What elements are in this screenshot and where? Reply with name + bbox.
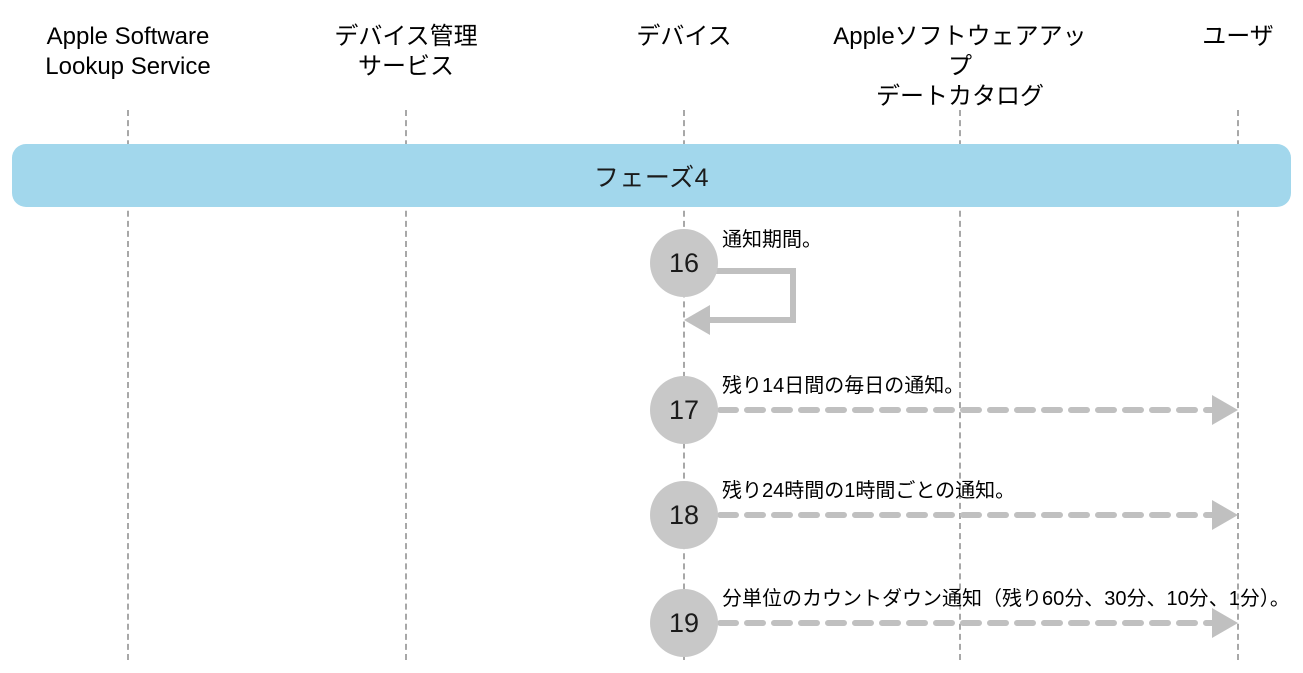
step-number-18: 18: [668, 499, 700, 530]
message-label-18: 残り24時間の1時間ごとの通知。: [722, 480, 1016, 502]
phase-banner-label: フェーズ4: [593, 163, 710, 192]
message-label-19: 分単位のカウントダウン通知（残り60分、30分、10分、1分）。: [722, 588, 1290, 610]
message-label-16: 通知期間。: [722, 229, 822, 251]
step-number-16: 16: [668, 247, 700, 278]
participant-header-user: ユーザ: [1202, 23, 1274, 50]
message-label-17: 残り14日間の毎日の通知。: [722, 375, 965, 397]
participant-header-software-update-catalog: Appleソフトウェアアップ デートカタログ: [833, 23, 1087, 110]
step-number-17: 17: [668, 394, 700, 425]
participant-header-device-management-service: デバイス管理 サービス: [334, 23, 478, 80]
arrowhead-18: [1212, 500, 1238, 530]
step-circle-16: 16: [650, 229, 718, 297]
participant-header-device: デバイス: [636, 23, 732, 50]
lifeline-user: [1237, 110, 1239, 660]
phase-banner: フェーズ4: [12, 144, 1291, 207]
lifeline-device-management-service: [405, 110, 407, 660]
arrowhead-19: [1212, 608, 1238, 638]
arrowhead-16: [684, 305, 710, 335]
arrowhead-17: [1212, 395, 1238, 425]
lifeline-lookup-service: [127, 110, 129, 660]
participant-header-lookup-service: Apple Software Lookup Service: [45, 23, 211, 80]
step-number-19: 19: [668, 607, 700, 638]
step-circle-18: 18: [650, 481, 718, 549]
step-circle-19: 19: [650, 589, 718, 657]
lifeline-software-update-catalog: [959, 110, 961, 660]
step-circle-17: 17: [650, 376, 718, 444]
